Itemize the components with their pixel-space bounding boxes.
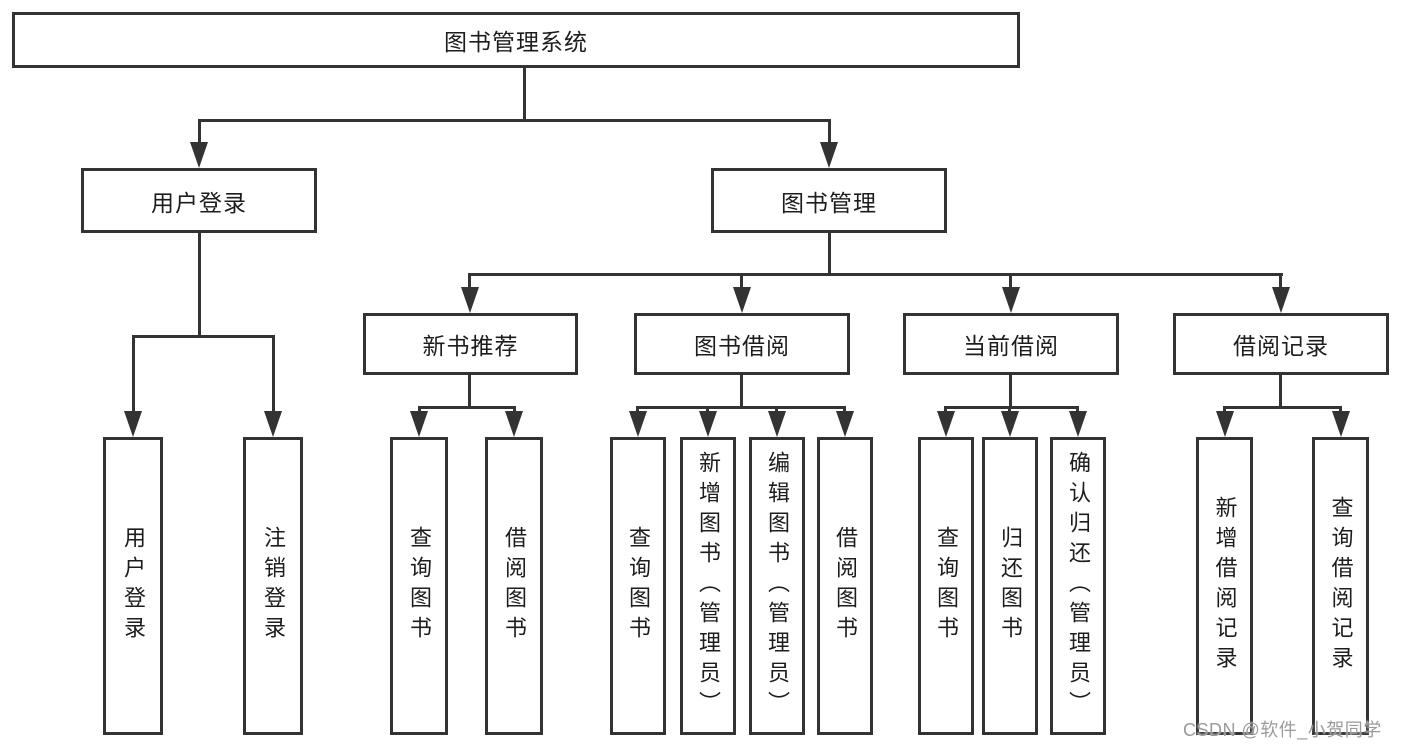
connector-line bbox=[944, 406, 947, 414]
connector-line bbox=[132, 335, 135, 413]
arrowhead bbox=[699, 411, 717, 437]
connector-line bbox=[740, 375, 743, 408]
connector-line bbox=[740, 273, 743, 289]
leaf-query-books-borrowing-label: 查询图书 bbox=[626, 526, 651, 646]
leaf-confirm-return-admin: 确认归还（管理员） bbox=[1050, 437, 1106, 735]
connector-line bbox=[198, 119, 201, 146]
leaf-edit-book-admin: 编辑图书（管理员） bbox=[749, 437, 805, 735]
connector-line bbox=[1009, 273, 1012, 289]
box-borrowing-records: 借阅记录 bbox=[1173, 313, 1389, 375]
leaf-query-books-recommend: 查询图书 bbox=[390, 437, 448, 735]
arrowhead bbox=[768, 411, 786, 437]
connector-line bbox=[1008, 406, 1011, 414]
connector-line bbox=[828, 233, 831, 275]
leaf-user-login-label: 用户登录 bbox=[121, 526, 146, 646]
box-new-book-recommendation-label: 新书推荐 bbox=[422, 333, 519, 359]
box-library-system-label: 图书管理系统 bbox=[444, 29, 588, 55]
arrowhead bbox=[1002, 287, 1020, 313]
connector-line bbox=[1279, 375, 1282, 408]
connector-line bbox=[706, 406, 709, 414]
connector-line bbox=[1279, 273, 1282, 289]
box-user-login: 用户登录 bbox=[81, 168, 317, 233]
arrowhead bbox=[1069, 411, 1087, 437]
connector-line bbox=[198, 233, 201, 337]
box-book-management-label: 图书管理 bbox=[781, 189, 877, 216]
box-library-system: 图书管理系统 bbox=[12, 12, 1020, 68]
connector-line bbox=[636, 406, 846, 409]
arrowhead bbox=[820, 142, 838, 168]
leaf-borrow-books: 借阅图书 bbox=[817, 437, 873, 735]
connector-line bbox=[198, 119, 831, 122]
connector-line bbox=[272, 335, 275, 413]
box-borrowing-records-label: 借阅记录 bbox=[1233, 333, 1329, 359]
leaf-query-books-current-label: 查询图书 bbox=[934, 526, 959, 646]
leaf-add-book-admin-label: 新增图书（管理员） bbox=[696, 451, 721, 721]
leaf-query-books-borrowing: 查询图书 bbox=[610, 437, 666, 735]
connector-line bbox=[1009, 375, 1012, 408]
arrowhead bbox=[1272, 287, 1290, 313]
box-book-borrowing: 图书借阅 bbox=[634, 313, 850, 375]
arrowhead bbox=[1332, 411, 1350, 437]
leaf-borrow-books-recommend: 借阅图书 bbox=[485, 437, 543, 735]
leaf-edit-book-admin-label: 编辑图书（管理员） bbox=[765, 451, 790, 721]
connector-line bbox=[513, 406, 516, 414]
leaf-return-book-label: 归还图书 bbox=[998, 526, 1023, 646]
connector-line bbox=[418, 406, 516, 409]
arrowhead bbox=[410, 411, 428, 437]
connector-line bbox=[1223, 406, 1342, 409]
arrowhead bbox=[505, 411, 523, 437]
arrowhead bbox=[836, 411, 854, 437]
connector-line bbox=[944, 406, 1079, 409]
leaf-query-borrow-record-label: 查询借阅记录 bbox=[1328, 496, 1354, 676]
leaf-confirm-return-admin-label: 确认归还（管理员） bbox=[1066, 451, 1091, 721]
arrowhead bbox=[629, 411, 647, 437]
leaf-user-login: 用户登录 bbox=[103, 437, 163, 735]
arrowhead bbox=[264, 411, 282, 437]
leaf-borrow-books-recommend-label: 借阅图书 bbox=[502, 526, 527, 646]
leaf-borrow-books-label: 借阅图书 bbox=[833, 526, 858, 646]
connector-line bbox=[418, 406, 421, 414]
connector-line bbox=[1339, 406, 1342, 414]
connector-line bbox=[775, 406, 778, 414]
connector-line bbox=[468, 273, 1283, 276]
box-current-borrowing-label: 当前借阅 bbox=[963, 333, 1059, 359]
box-book-management: 图书管理 bbox=[711, 168, 947, 233]
arrowhead bbox=[937, 411, 955, 437]
leaf-query-books-current: 查询图书 bbox=[918, 437, 974, 735]
box-new-book-recommendation: 新书推荐 bbox=[363, 313, 578, 375]
leaf-logout-label: 注销登录 bbox=[261, 526, 286, 646]
connector-line bbox=[523, 68, 526, 121]
connector-line bbox=[636, 406, 639, 414]
connector-line bbox=[843, 406, 846, 414]
watermark: CSDN @软件_小贺同学 bbox=[1183, 720, 1382, 740]
connector-line bbox=[1223, 406, 1226, 414]
connector-line bbox=[468, 273, 471, 289]
leaf-add-borrow-record-label: 新增借阅记录 bbox=[1212, 496, 1238, 676]
connector-line bbox=[132, 335, 275, 338]
arrowhead bbox=[124, 411, 142, 437]
arrowhead bbox=[461, 287, 479, 313]
leaf-query-borrow-record: 查询借阅记录 bbox=[1312, 437, 1369, 735]
connector-line bbox=[1076, 406, 1079, 414]
connector-line bbox=[468, 375, 471, 408]
arrowhead bbox=[1001, 411, 1019, 437]
box-current-borrowing: 当前借阅 bbox=[903, 313, 1119, 375]
arrowhead bbox=[733, 287, 751, 313]
leaf-add-borrow-record: 新增借阅记录 bbox=[1196, 437, 1253, 735]
leaf-query-books-recommend-label: 查询图书 bbox=[407, 526, 432, 646]
leaf-logout: 注销登录 bbox=[243, 437, 303, 735]
arrowhead bbox=[190, 142, 208, 168]
box-book-borrowing-label: 图书借阅 bbox=[694, 333, 790, 359]
connector-line bbox=[828, 119, 831, 146]
leaf-return-book: 归还图书 bbox=[982, 437, 1038, 735]
box-user-login-label: 用户登录 bbox=[151, 189, 247, 216]
arrowhead bbox=[1216, 411, 1234, 437]
leaf-add-book-admin: 新增图书（管理员） bbox=[680, 437, 736, 735]
